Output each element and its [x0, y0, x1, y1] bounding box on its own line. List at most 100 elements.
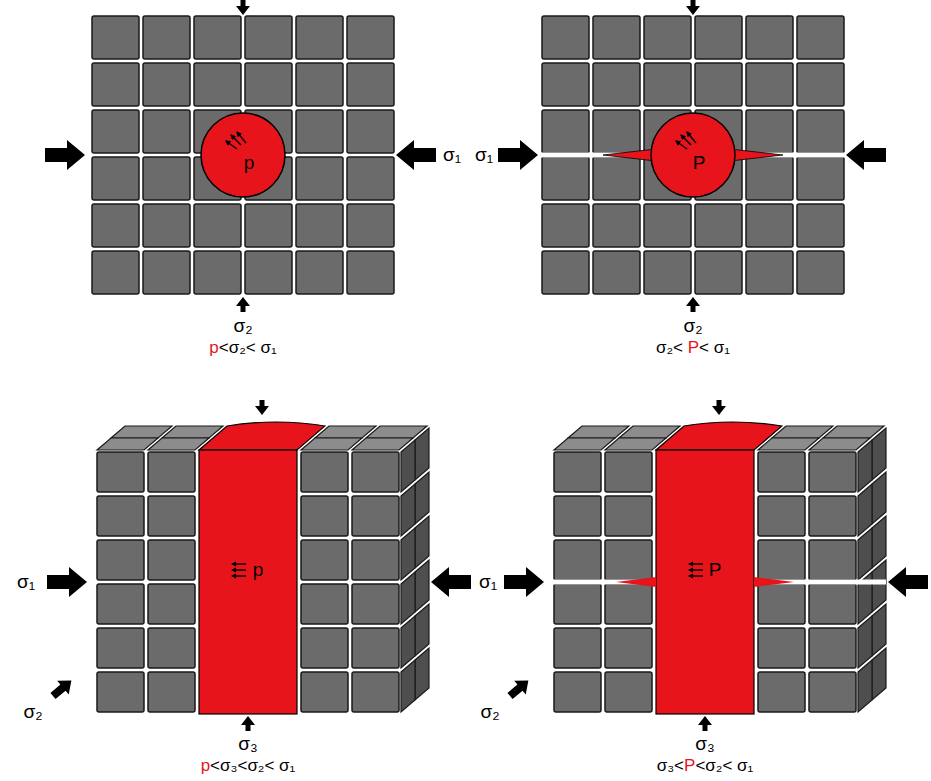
stress-label: σ₂	[683, 316, 702, 337]
rock-block	[797, 63, 844, 106]
rock-block	[352, 628, 399, 668]
rock-block	[194, 16, 241, 59]
stress-label: σ₁	[475, 145, 493, 166]
rock-block-side	[401, 528, 415, 580]
pressure-arrow	[232, 563, 246, 564]
rock-block	[301, 584, 348, 624]
magma-dyke-top	[199, 422, 325, 450]
rock-block	[797, 110, 844, 153]
rock-block	[347, 110, 394, 153]
rock-block	[92, 204, 139, 247]
stress-arrow	[504, 567, 544, 597]
rock-block	[758, 540, 805, 580]
rock-block	[143, 251, 190, 294]
rock-block-side	[415, 604, 429, 656]
rock-block	[296, 157, 343, 200]
rock-block-side	[872, 428, 886, 480]
rock-block	[542, 110, 589, 153]
rock-block	[644, 251, 691, 294]
rock-block-side	[401, 616, 415, 668]
rock-block	[758, 452, 805, 492]
pressure-arrow	[687, 132, 696, 143]
rock-block	[644, 204, 691, 247]
rock-block	[296, 110, 343, 153]
rock-block	[347, 16, 394, 59]
rock-block	[347, 157, 394, 200]
rock-block	[352, 452, 399, 492]
rock-block	[797, 251, 844, 294]
rock-block	[245, 63, 292, 106]
rock-block-side	[415, 428, 429, 480]
rock-block	[542, 63, 589, 106]
rock-block	[758, 496, 805, 536]
pressure-arrow	[226, 141, 237, 149]
rock-block	[605, 496, 652, 536]
inequality-text: <σ₂< σ₁	[695, 756, 753, 775]
rock-block-side	[858, 484, 872, 536]
rock-block	[352, 496, 399, 536]
stress-arrow	[712, 400, 726, 415]
rock-block	[148, 584, 195, 624]
stress-arrow	[504, 674, 534, 703]
pressure-arrow	[681, 135, 691, 145]
rock-block	[695, 204, 742, 247]
rock-block	[347, 251, 394, 294]
rock-block	[542, 251, 589, 294]
rock-block	[92, 157, 139, 200]
rock-block	[542, 204, 589, 247]
pressure-arrow	[231, 135, 241, 145]
rock-block	[746, 204, 793, 247]
rock-block-top	[823, 426, 884, 438]
stress-label: σ₂	[480, 702, 499, 723]
rock-block	[148, 496, 195, 536]
pressure-label: p	[244, 153, 255, 174]
stress-label: σ₃	[695, 734, 714, 755]
rock-block	[809, 496, 856, 536]
stress-arrow	[686, 297, 700, 312]
stress-label: σ₃	[238, 734, 257, 755]
stress-arrow	[846, 140, 886, 170]
rock-block-side	[415, 472, 429, 524]
rock-block	[97, 584, 144, 624]
rock-block-side	[872, 648, 886, 700]
rock-block-side	[415, 516, 429, 568]
caption: p<σ₃<σ₂< σ₁	[201, 757, 296, 776]
rock-block	[605, 672, 652, 712]
rock-block	[644, 63, 691, 106]
rock-block	[194, 204, 241, 247]
rock-block-side	[401, 484, 415, 536]
rock-block	[148, 452, 195, 492]
rock-block-side	[858, 528, 872, 580]
rock-block	[347, 204, 394, 247]
rock-block	[644, 16, 691, 59]
rock-block	[758, 628, 805, 668]
rock-block	[352, 672, 399, 712]
rock-block-top	[366, 426, 427, 438]
rock-block	[809, 540, 856, 580]
inequality-text: < σ₁	[699, 338, 730, 357]
pressure-arrow	[689, 569, 703, 570]
stress-arrow	[45, 140, 85, 170]
rock-block	[97, 496, 144, 536]
rock-block-top	[554, 438, 615, 450]
stress-label: σ₁	[443, 145, 461, 166]
rock-block-top	[758, 438, 819, 450]
rock-block-top	[162, 426, 223, 438]
stress-arrow	[47, 674, 77, 703]
pressure-arrow	[689, 563, 703, 564]
rock-block	[296, 63, 343, 106]
rock-block	[695, 63, 742, 106]
stress-arrow	[236, 0, 250, 15]
stress-arrow	[47, 567, 87, 597]
rock-block	[605, 540, 652, 580]
pressure-arrow	[676, 141, 687, 149]
rock-block-side	[872, 560, 886, 612]
rock-block-side	[415, 648, 429, 700]
rock-block	[352, 540, 399, 580]
rock-block	[301, 452, 348, 492]
rock-block	[143, 204, 190, 247]
rock-block	[554, 672, 601, 712]
rock-block	[758, 672, 805, 712]
rock-block	[593, 63, 640, 106]
inequality-text: <σ₂< σ₁	[219, 338, 277, 357]
